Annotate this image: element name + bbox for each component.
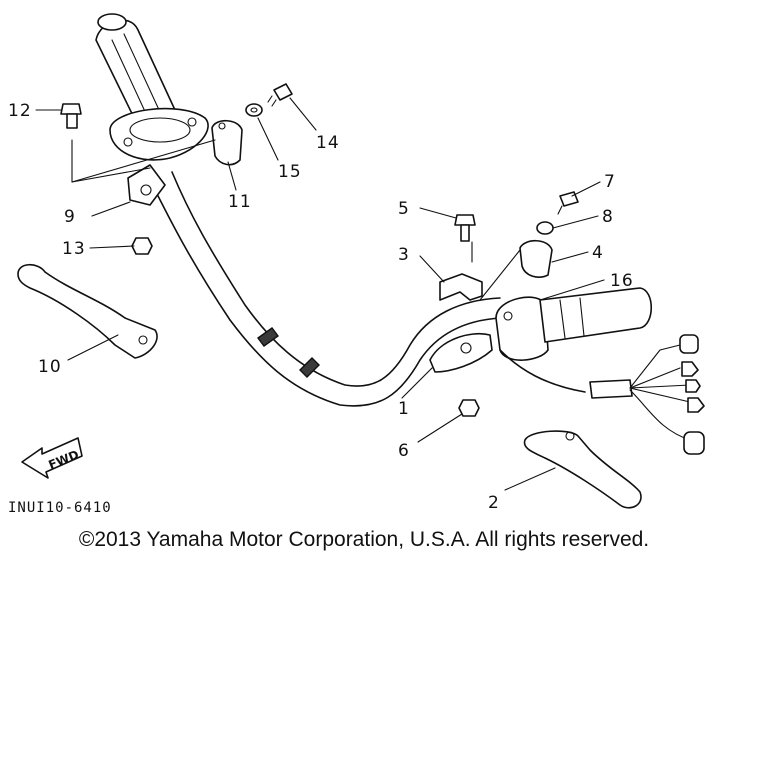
callout-7: 7: [604, 172, 616, 192]
wiring-harness: [499, 334, 705, 455]
bolt-5: [454, 214, 476, 242]
callout-labels: 12 9 13 10 11 15 14 5 3 1 6 7 8 4 16 2: [8, 101, 634, 513]
fwd-arrow: FWD: [21, 437, 83, 479]
right-grip: [539, 287, 652, 343]
screw-7: [557, 191, 579, 215]
handlebar-exploded-diagram: FWD 12 9 13 10 11 15 14 5 3 1 6: [8, 13, 705, 516]
callout-15: 15: [278, 162, 302, 182]
clip-3: [439, 273, 483, 301]
screw-14: [267, 83, 293, 107]
lever-2: [523, 430, 642, 509]
callout-2: 2: [488, 493, 500, 513]
bracket-1: [429, 333, 493, 373]
figure-code: INUI10-6410: [8, 500, 112, 516]
callout-12: 12: [8, 101, 32, 121]
leader-lines: [35, 97, 605, 491]
washer-15: [245, 103, 263, 117]
callout-10: 10: [38, 357, 62, 377]
throttle-housing: [109, 107, 209, 161]
callout-9: 9: [64, 207, 76, 227]
callout-1: 1: [398, 399, 410, 419]
bolt-12: [60, 103, 82, 129]
nut-13: [131, 237, 153, 255]
callout-8: 8: [602, 207, 614, 227]
handlebar-tube: [149, 171, 501, 407]
copyright-notice: ©2013 Yamaha Motor Corporation, U.S.A. A…: [78, 528, 650, 551]
callout-14: 14: [316, 133, 340, 153]
clamp-11: [211, 119, 243, 166]
callout-3: 3: [398, 245, 410, 265]
callout-16: 16: [610, 271, 634, 291]
clamp-4: [519, 239, 553, 278]
callout-6: 6: [398, 441, 410, 461]
callout-5: 5: [398, 199, 410, 219]
left-grip: [95, 13, 176, 131]
nut-6: [458, 399, 480, 417]
lever-10: [17, 263, 158, 359]
callout-4: 4: [592, 243, 604, 263]
washer-8: [536, 221, 554, 235]
callout-11: 11: [228, 192, 252, 212]
lever-bracket-left: [127, 164, 166, 206]
callout-13: 13: [62, 239, 86, 259]
